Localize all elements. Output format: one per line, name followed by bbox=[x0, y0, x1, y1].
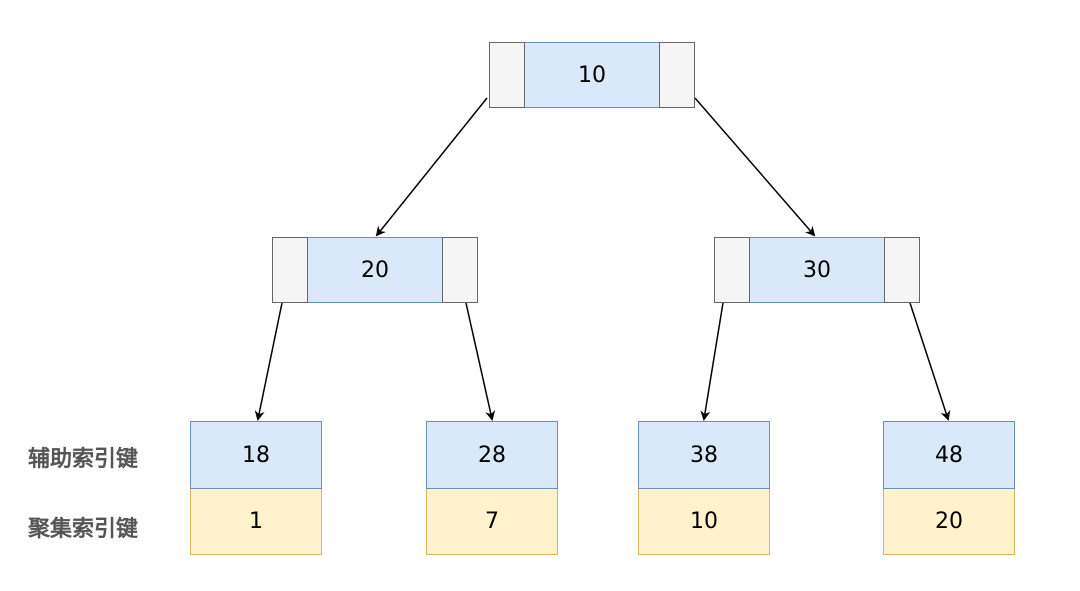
root-right-pointer bbox=[659, 42, 695, 108]
edge-root-to-30 bbox=[694, 97, 816, 237]
internal-node-right: 30 bbox=[714, 237, 920, 303]
leaf-secondary-key: 28 bbox=[426, 421, 558, 489]
root-key: 10 bbox=[525, 42, 659, 108]
leaf-node: 38 10 bbox=[638, 421, 770, 555]
edge-30-to-48 bbox=[909, 302, 951, 421]
edge-20-to-18 bbox=[254, 302, 283, 421]
edge-30-to-38 bbox=[700, 302, 724, 421]
secondary-key-label: 辅助索引键 bbox=[28, 447, 139, 472]
leaf-secondary-key: 18 bbox=[190, 421, 322, 489]
leaf-clustered-key: 10 bbox=[638, 489, 770, 555]
internal-right-key: 30 bbox=[750, 237, 884, 303]
edge-root-to-20 bbox=[375, 97, 488, 237]
edge-20-to-28 bbox=[465, 302, 496, 421]
leaf-secondary-key: 38 bbox=[638, 421, 770, 489]
internal-right-left-pointer bbox=[714, 237, 750, 303]
leaf-node: 28 7 bbox=[426, 421, 558, 555]
leaf-clustered-key: 20 bbox=[883, 489, 1015, 555]
leaf-clustered-key: 1 bbox=[190, 489, 322, 555]
clustered-key-label: 聚集索引键 bbox=[28, 517, 139, 542]
leaf-node: 48 20 bbox=[883, 421, 1015, 555]
internal-left-key: 20 bbox=[308, 237, 442, 303]
internal-left-left-pointer bbox=[272, 237, 308, 303]
root-left-pointer bbox=[489, 42, 525, 108]
leaf-secondary-key: 48 bbox=[883, 421, 1015, 489]
leaf-clustered-key: 7 bbox=[426, 489, 558, 555]
internal-left-right-pointer bbox=[442, 237, 478, 303]
internal-node-left: 20 bbox=[272, 237, 478, 303]
internal-right-right-pointer bbox=[884, 237, 920, 303]
root-node: 10 bbox=[489, 42, 695, 108]
leaf-node: 18 1 bbox=[190, 421, 322, 555]
